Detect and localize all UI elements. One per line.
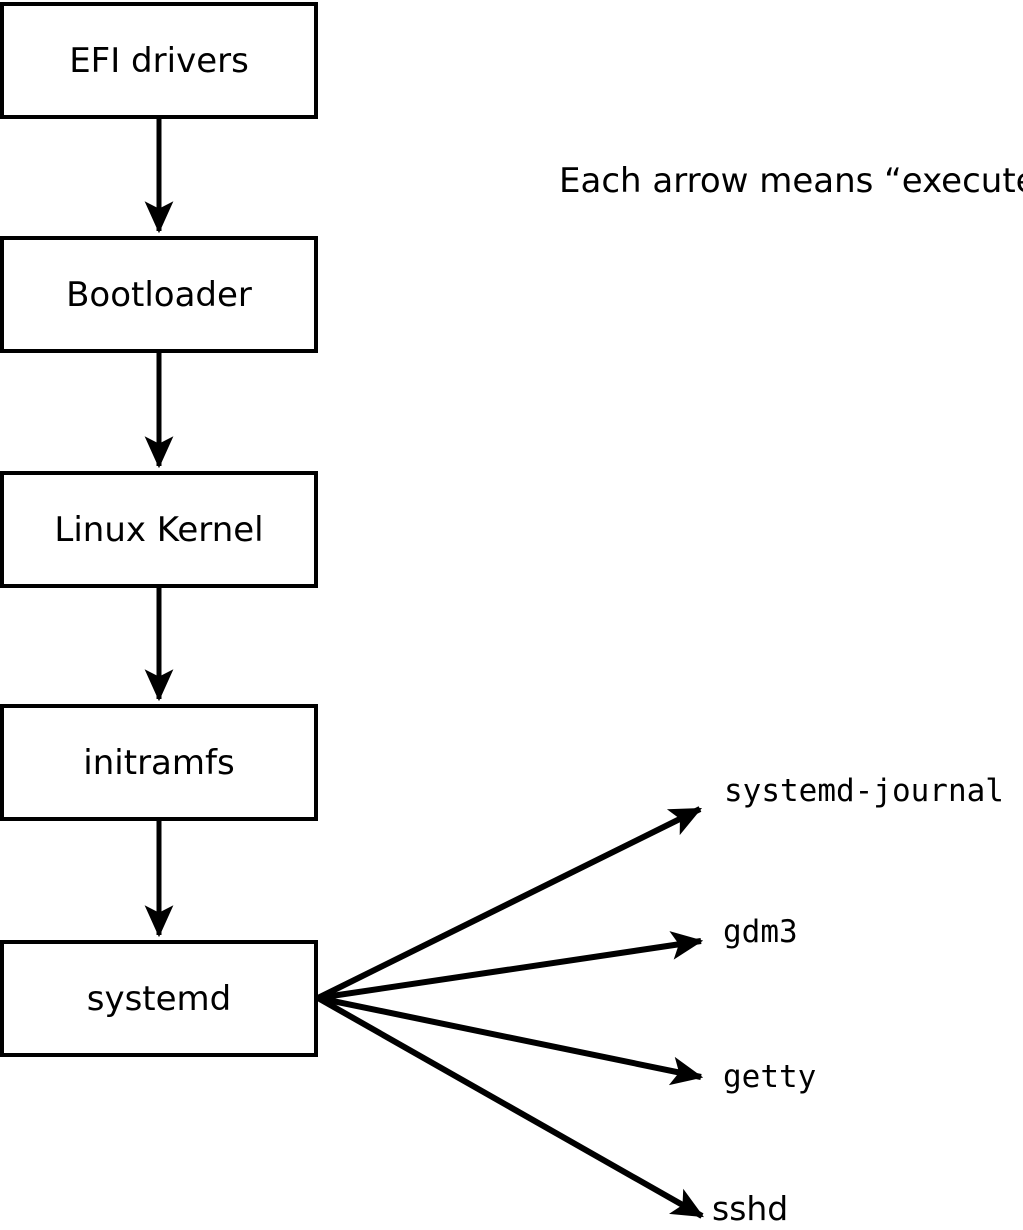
label-gdm3: gdm3: [723, 914, 798, 950]
node-linux-kernel: Linux Kernel: [0, 471, 318, 588]
arrow-legend-note: Each arrow means “executes”.: [559, 161, 1023, 201]
arrow-systemd-to-systemd-journal: [316, 806, 703, 1001]
node-label: Bootloader: [66, 274, 252, 315]
arrow-systemd-to-sshd: [316, 995, 704, 1219]
node-initramfs: initramfs: [0, 704, 318, 821]
node-label: systemd: [86, 978, 232, 1019]
arrow-systemd-to-getty: [317, 995, 704, 1086]
label-getty: getty: [723, 1059, 817, 1095]
arrow-systemd-to-gdm3: [317, 931, 704, 1001]
node-efi-drivers: EFI drivers: [0, 2, 318, 119]
label-systemd-journal: systemd-journal: [724, 773, 1004, 809]
node-bootloader: Bootloader: [0, 236, 318, 353]
node-label: Linux Kernel: [54, 509, 264, 550]
node-label: initramfs: [83, 742, 235, 783]
node-label: EFI drivers: [69, 40, 249, 81]
label-sshd: sshd: [712, 1189, 789, 1228]
node-systemd: systemd: [0, 940, 318, 1057]
